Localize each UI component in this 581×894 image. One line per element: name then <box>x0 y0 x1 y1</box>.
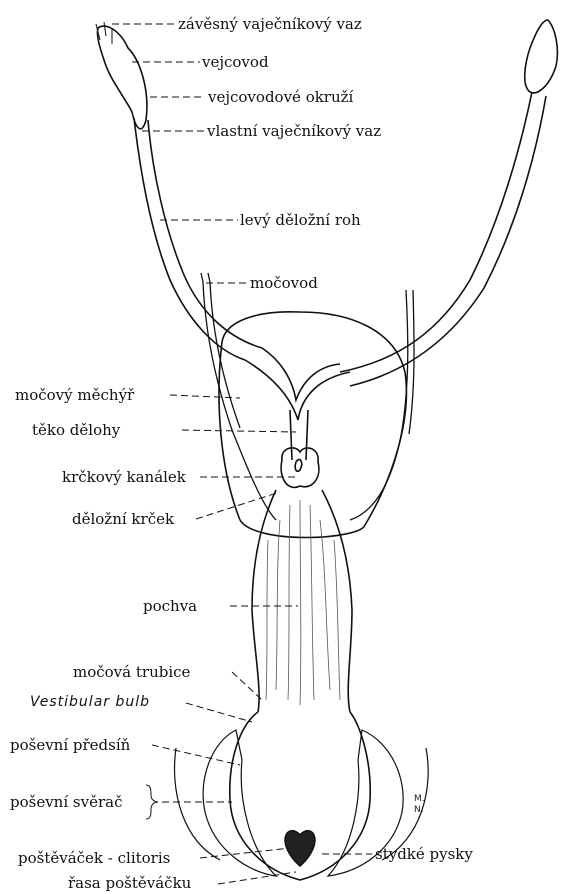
leader-bulb <box>186 703 252 722</box>
sverac-brace <box>146 785 158 819</box>
label-teko-delohy: těko dělohy <box>32 421 120 439</box>
leader-teko <box>182 430 296 432</box>
label-krckovy-kanalek: krčkový kanálek <box>62 468 186 486</box>
vagina-folds <box>266 500 340 705</box>
label-mocovy-mechyr: močový měchýř <box>15 386 134 404</box>
label-delozni-krcek: děložní krček <box>72 510 174 528</box>
leader-postevacek <box>200 848 290 858</box>
label-vejcovod: vejcovod <box>202 53 269 71</box>
left-ovary <box>97 26 146 129</box>
right-ureter <box>350 290 408 520</box>
label-zavesny-vaz: závěsný vaječníkový vaz <box>178 15 362 33</box>
left-uterine-horn-outer <box>134 118 245 360</box>
label-mocova-trubice: močová trubice <box>73 663 190 681</box>
label-posevni-sverac: poševní svěrač <box>10 793 122 811</box>
label-levy-roh: levý děložní roh <box>240 211 361 229</box>
label-vejcovodove-okruzi: vejcovodové okruží <box>208 88 353 106</box>
leader-predsin <box>152 745 240 765</box>
urinary-bladder <box>219 312 406 538</box>
label-postevacek: poštěváček - clitoris <box>18 849 170 867</box>
leader-rasa <box>218 872 296 884</box>
label-rasa-postevacku: řasa poštěváčku <box>68 874 191 892</box>
label-vlastni-vaz: vlastní vaječníkový vaz <box>207 122 381 140</box>
cervix <box>281 448 319 488</box>
artist-signature: M. N. <box>414 794 428 816</box>
label-posevni-predsin: poševní předsíň <box>10 736 130 754</box>
label-mocovod: močovod <box>250 274 318 292</box>
uterine-body <box>245 348 350 420</box>
label-pochva: pochva <box>143 597 197 615</box>
label-stydke-pysky: stydké pysky <box>375 845 473 863</box>
cervical-canal <box>295 460 301 472</box>
label-vestibular-bulb: Vestibular bulb <box>30 693 150 711</box>
right-ovary <box>525 20 558 93</box>
